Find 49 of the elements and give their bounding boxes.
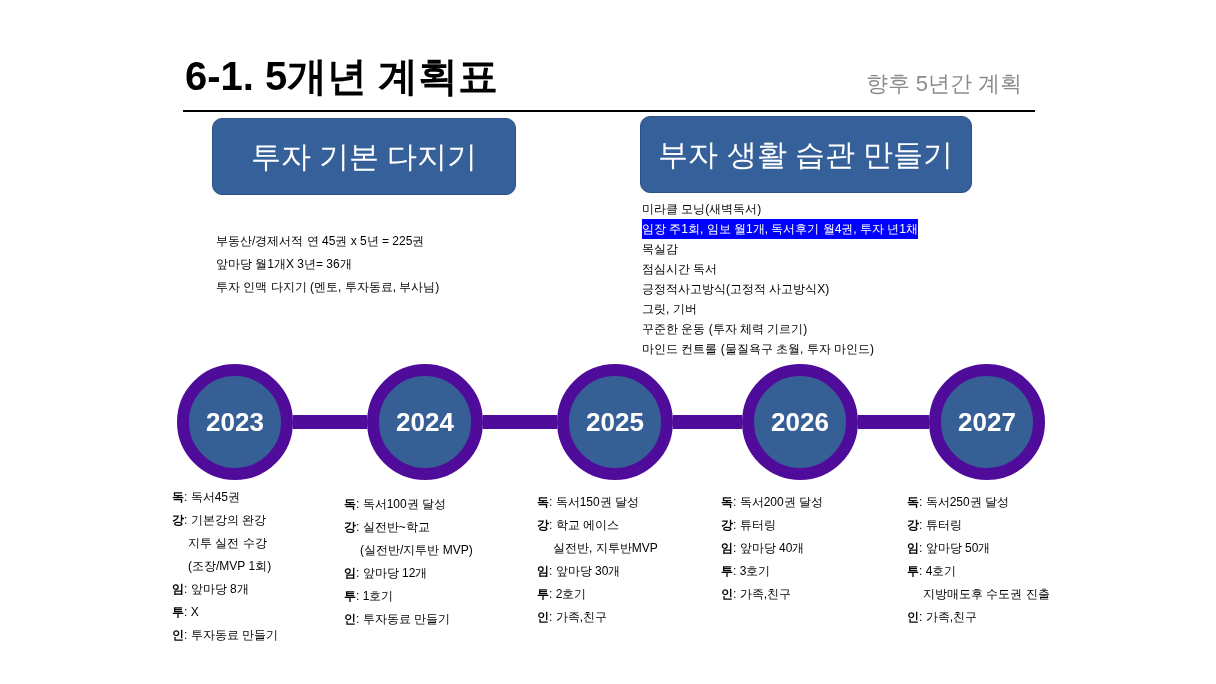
plan-item: (조장/MVP 1회): [188, 558, 272, 575]
plan-item: 미라클 모닝(새벽독서): [642, 201, 762, 218]
plan-item: 임: 앞마당 12개: [344, 565, 428, 582]
plan-item: 강: 튜터링: [721, 517, 776, 534]
plan-item: 강: 튜터링: [907, 517, 962, 534]
plan-item: 목실감: [642, 241, 678, 258]
subtitle: 향후 5년간 계획: [865, 70, 1022, 98]
plan-item: 인: 투자동료 만들기: [344, 611, 450, 628]
plan-item: 투: 4호기: [907, 563, 957, 580]
plan-item: 인: 가족,친구: [907, 609, 977, 626]
plan-item: 인: 투자동료 만들기: [172, 627, 278, 644]
plan-item: 긍정적사고방식(고정적 사고방식X): [642, 281, 830, 298]
plan-item: 독: 독서250권 달성: [907, 494, 1010, 511]
plan-item: 독: 독서150권 달성: [537, 494, 640, 511]
plan-item: 임: 앞마당 50개: [907, 540, 991, 557]
plan-item: 임: 앞마당 8개: [172, 581, 249, 598]
plan-item: 마인드 컨트롤 (물질욕구 초월, 투자 마인드): [642, 341, 874, 358]
plan-item: 점심시간 독서: [642, 261, 718, 278]
plan-item: 그릿, 기버: [642, 301, 697, 318]
plan-item: 부동산/경제서적 연 45권 x 5년 = 225권: [216, 233, 425, 250]
plan-item: 강: 기본강의 완강: [172, 512, 266, 529]
heading-box: 부자 생활 습관 만들기: [640, 116, 972, 193]
plan-item: 강: 학교 에이스: [537, 517, 619, 534]
plan-item: 꾸준한 운동 (투자 체력 기르기): [642, 321, 808, 338]
plan-item: 인: 가족,친구: [721, 586, 791, 603]
plan-item: 투: X: [172, 604, 199, 621]
connector-bar: [293, 415, 367, 429]
plan-item: 독: 독서100권 달성: [344, 496, 447, 513]
connector-bar: [483, 415, 557, 429]
highlighted-item: 임장 주1회, 임보 월1개, 독서후기 월4권, 투자 년1채: [642, 219, 919, 239]
plan-item: 실전반, 지투반MVP: [553, 540, 658, 557]
plan-item: 투: 1호기: [344, 588, 394, 605]
plan-item: 투: 2호기: [537, 586, 587, 603]
plan-item: 지방매도후 수도권 진출: [923, 586, 1050, 603]
plan-item: 지투 실전 수강: [188, 535, 267, 552]
page-title: 6-1. 5개년 계획표: [185, 53, 499, 100]
heading-box: 투자 기본 다지기: [212, 118, 516, 195]
plan-item: 임: 앞마당 30개: [537, 563, 621, 580]
plan-item: 투자 인맥 다지기 (멘토, 투자동료, 부사님): [216, 279, 440, 296]
plan-item: 인: 가족,친구: [537, 609, 607, 626]
plan-item: 임: 앞마당 40개: [721, 540, 805, 557]
connector-bar: [858, 415, 929, 429]
plan-item: 독: 독서200권 달성: [721, 494, 824, 511]
plan-item: 투: 3호기: [721, 563, 771, 580]
plan-item: 앞마당 월1개X 3년= 36개: [216, 256, 352, 273]
plan-item: (실전반/지투반 MVP): [360, 542, 473, 559]
plan-item: 독: 독서45권: [172, 489, 240, 506]
plan-item: 강: 실전반~학교: [344, 519, 430, 536]
connector-bar: [673, 415, 742, 429]
